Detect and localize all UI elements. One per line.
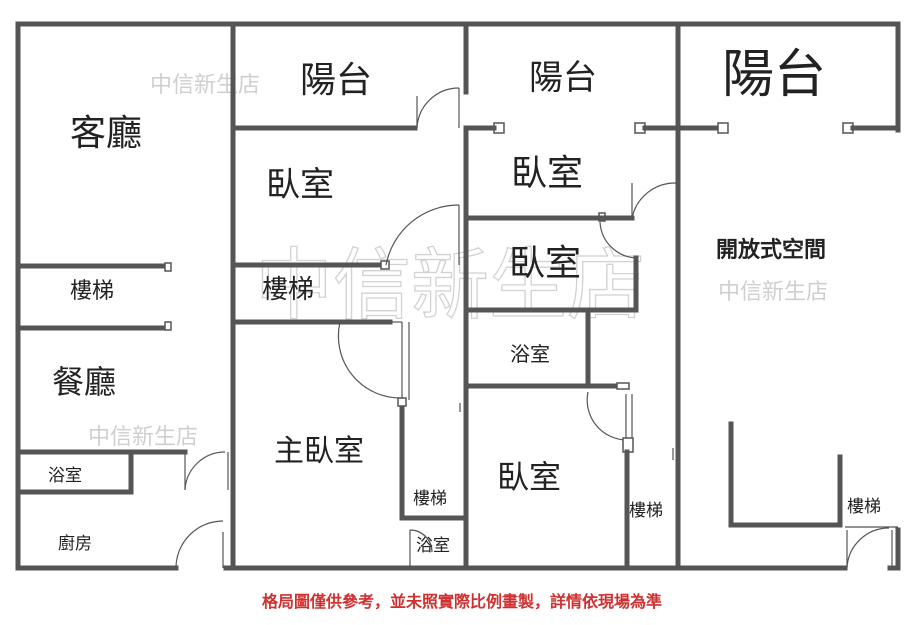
room-label-stairs-4: 樓梯	[847, 497, 881, 516]
watermark-large: 中信新生店	[255, 241, 645, 329]
room-label-balcony-4: 陽台	[722, 46, 826, 104]
watermark-small-top: 中信新生店	[150, 72, 260, 97]
watermark-small-right: 中信新生店	[718, 279, 828, 304]
section-2-walls	[230, 21, 505, 571]
room-label-stairs-3: 樓梯	[629, 501, 663, 520]
room-label-dining-room: 餐廳	[52, 364, 116, 400]
room-label-stairs-2b: 樓梯	[413, 489, 447, 508]
room-label-bedroom-3b: 臥室	[509, 242, 581, 283]
section-1-walls	[15, 21, 236, 571]
section-4-walls	[728, 122, 901, 569]
outer-walls	[15, 21, 901, 571]
room-label-stairs-2: 樓梯	[262, 274, 314, 304]
room-label-bath-2: 浴室	[416, 536, 450, 555]
section-3-walls	[463, 21, 729, 571]
watermark-small-middle: 中信新生店	[88, 424, 198, 449]
room-label-open-space: 開放式空間	[716, 237, 826, 262]
room-label-balcony-2: 陽台	[300, 59, 372, 100]
room-label-balcony-3: 陽台	[529, 59, 597, 97]
disclaimer-text: 格局圖僅供參考，並未照實際比例畫製，詳情依現場為準	[261, 594, 662, 611]
room-label-bedroom-3c: 臥室	[497, 459, 561, 495]
room-label-kitchen: 廚房	[58, 533, 92, 553]
room-label-stairs-1: 樓梯	[70, 278, 114, 303]
room-label-bedroom-2a: 臥室	[266, 166, 334, 204]
room-label-master-bedroom: 主臥室	[274, 435, 364, 468]
room-label-bedroom-3a: 臥室	[511, 152, 583, 193]
room-label-living-room: 客廳	[70, 112, 142, 153]
room-label-bath-1: 浴室	[48, 466, 82, 485]
room-label-bath-3: 浴室	[510, 343, 550, 366]
